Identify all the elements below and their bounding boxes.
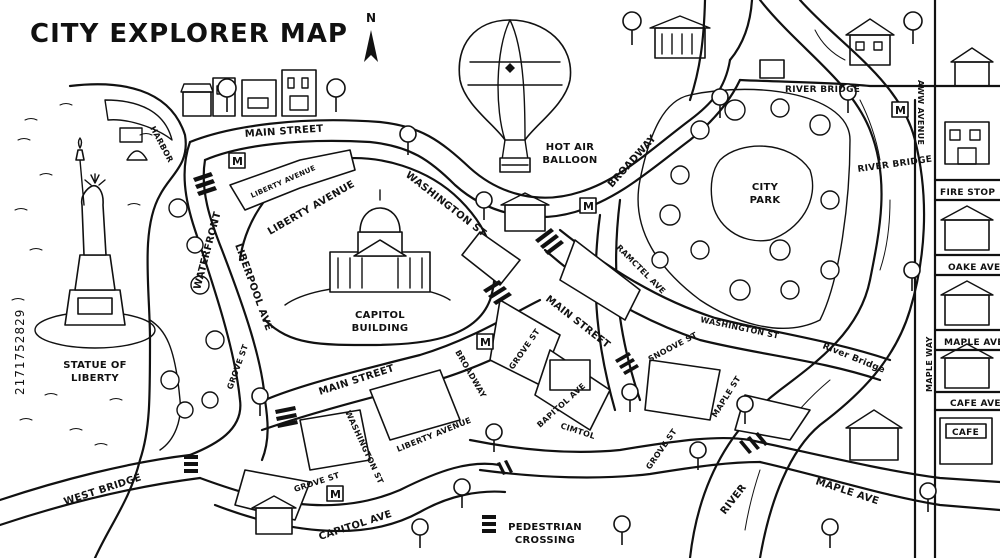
coastline xyxy=(68,83,187,558)
snoove-st-label: SNOOVE ST xyxy=(647,330,699,364)
bus-stop-icon xyxy=(453,478,471,508)
bus-stop-icon xyxy=(475,191,493,220)
svg-text:M: M xyxy=(583,200,594,213)
metro-icon: M xyxy=(579,197,597,214)
metro-icon: M xyxy=(228,152,246,169)
hot-air-balloon-icon xyxy=(458,19,572,173)
liberpool-ave-label: LIBERPOOL AVE xyxy=(232,242,274,332)
svg-text:M: M xyxy=(895,104,906,117)
broadway-top-label: BROADWAY xyxy=(606,133,659,190)
shops-row xyxy=(180,69,317,117)
harbor-label: HARBOR xyxy=(148,125,175,164)
image-id-watermark: 2171752829 xyxy=(13,309,27,395)
maple-ave-right-label: MAPLE AVE xyxy=(944,338,1000,348)
fire-stop-label: FIRE STOP xyxy=(940,188,995,198)
maple-way-label: MAPLE WAY xyxy=(925,336,934,392)
bus-stop-icon xyxy=(621,383,639,412)
cafe-sign-label: CAFE xyxy=(952,428,979,438)
bus-stop-icon xyxy=(485,423,503,452)
svg-text:M: M xyxy=(232,155,243,168)
bus-stop-icon xyxy=(736,395,754,424)
river-bridge-top-label: RIVER BRIDGE xyxy=(785,85,860,95)
washington-st-top-label: WASHINGTON ST xyxy=(403,170,488,240)
statue-of-liberty-icon xyxy=(34,137,156,349)
aww-avenue-label: AWW AVENUE xyxy=(916,80,925,145)
bus-stop-icon xyxy=(217,78,237,112)
map-title: CITY EXPLORER MAP xyxy=(30,19,348,49)
metro-icon: M xyxy=(476,333,494,350)
bus-stop-icon xyxy=(411,518,429,548)
right-buildings xyxy=(251,121,994,535)
svg-text:M: M xyxy=(330,488,341,501)
bus-stop-icon xyxy=(613,515,631,545)
metro-icon: M xyxy=(326,485,344,502)
sea-waves xyxy=(11,103,153,446)
bus-stop-icon xyxy=(689,441,707,470)
bus-stop-icon xyxy=(903,261,921,291)
maple-ave-label: MAPLE AVE xyxy=(814,476,880,507)
bus-stop-icon xyxy=(399,125,417,155)
bus-stop-icon xyxy=(919,482,937,512)
crosswalks xyxy=(184,172,768,533)
bus-stop-icon xyxy=(821,518,839,548)
city-park xyxy=(637,88,851,329)
north-label: N xyxy=(366,11,376,25)
cafe-ave-label: CAFE AVE xyxy=(950,399,1000,409)
capitol-building-icon xyxy=(284,189,451,306)
bus-stop-icon xyxy=(251,387,269,416)
bus-stop-signs xyxy=(217,11,937,548)
bus-stop-icon xyxy=(326,78,346,112)
bus-stop-icon xyxy=(903,11,923,44)
bus-stop-icon xyxy=(622,11,642,45)
metro-icon: M xyxy=(891,101,909,118)
metro-signs: M M M M M xyxy=(228,101,909,502)
main-street-top-label: MAIN STREET xyxy=(244,124,323,140)
town-hall-top xyxy=(649,15,711,59)
svg-text:M: M xyxy=(480,336,491,349)
bus-stop-icon xyxy=(711,88,729,118)
houses-top-right xyxy=(759,18,994,87)
bus-stop-icon xyxy=(839,83,857,113)
harbor-pier xyxy=(104,99,173,141)
river-label: RIVER xyxy=(719,482,749,517)
grove-st-right-label: GROVE ST xyxy=(644,427,679,471)
oake-ave-label: OAKE AVE xyxy=(948,263,1000,273)
river-bridge-right-label: River Bridge xyxy=(821,342,886,376)
north-arrow-icon: N xyxy=(364,11,378,62)
trees-left xyxy=(160,198,225,419)
